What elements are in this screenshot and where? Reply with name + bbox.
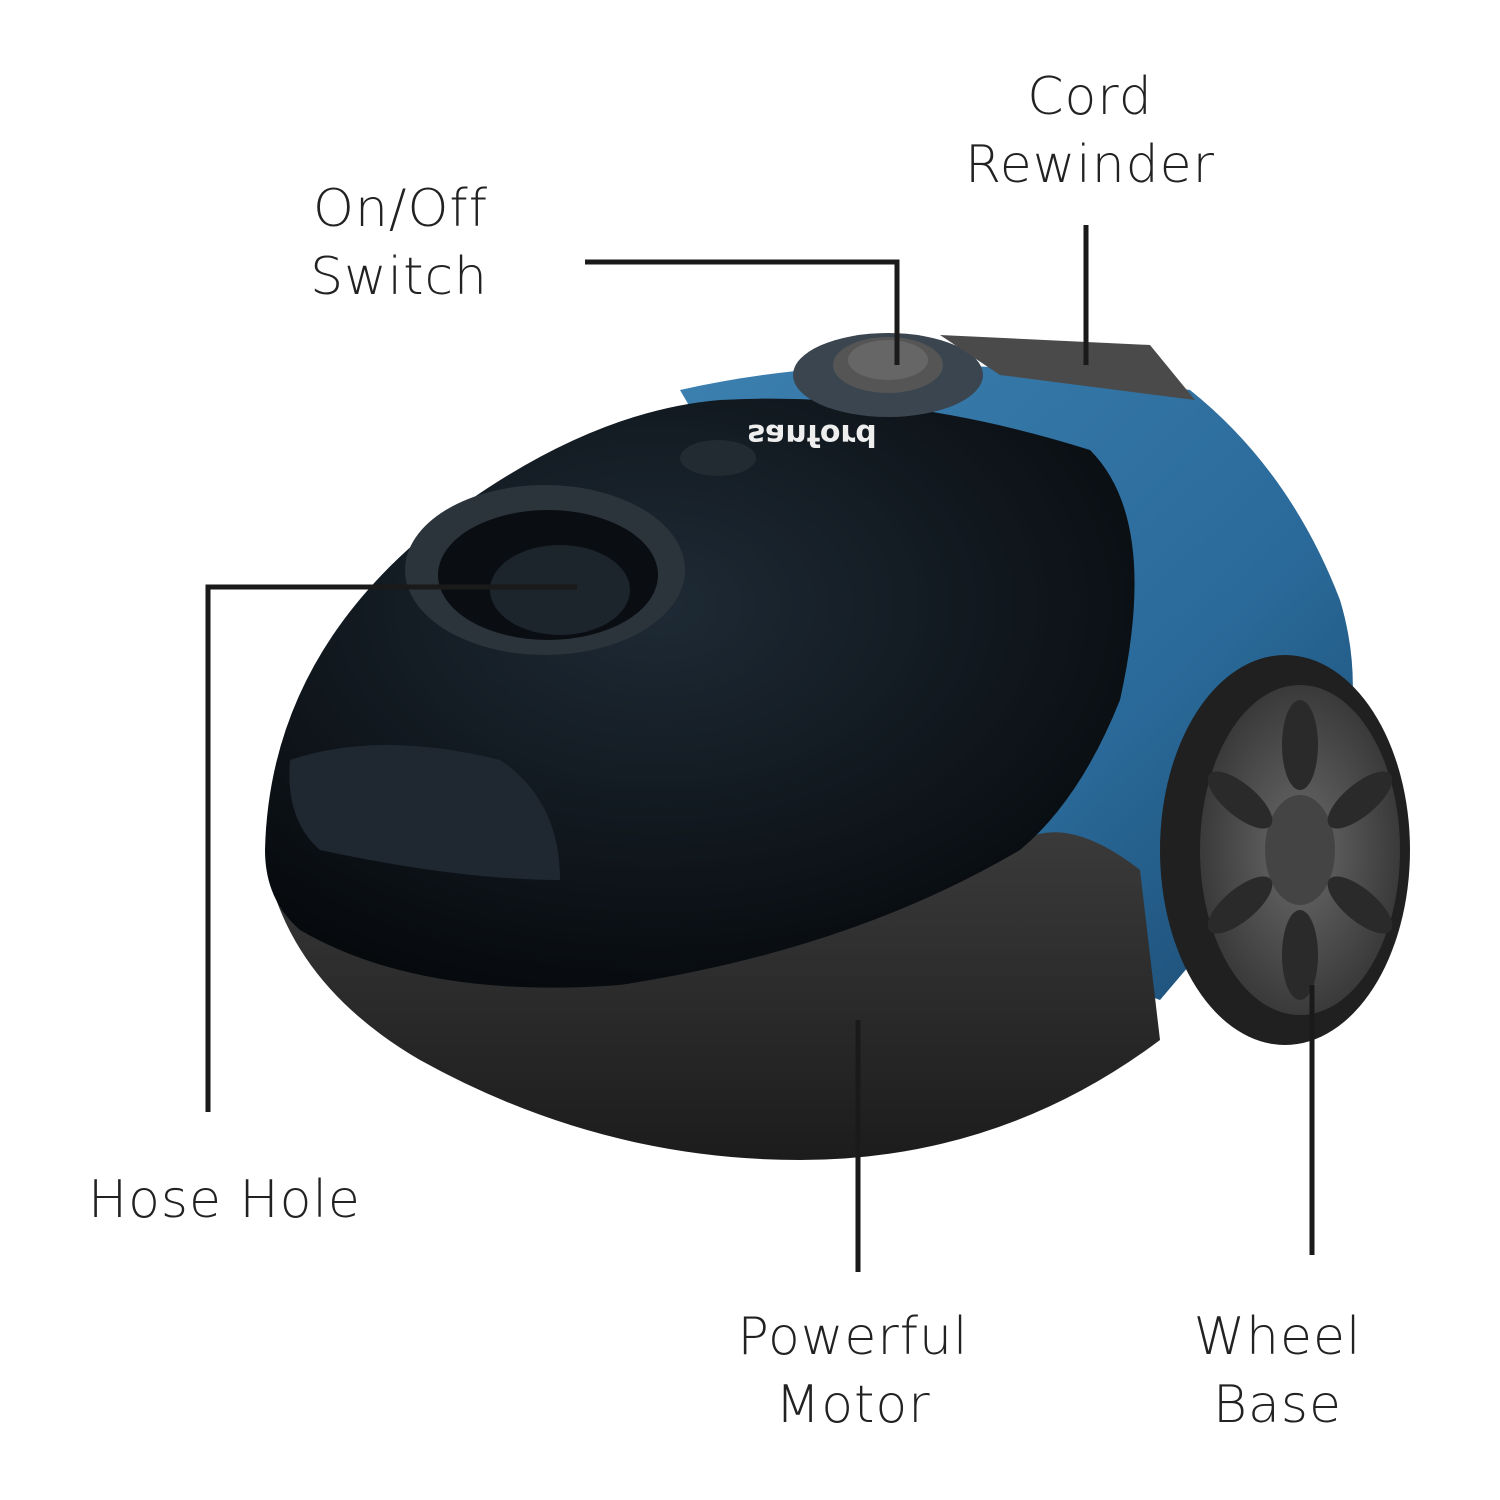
brand-logo: sanford xyxy=(747,417,876,452)
on-off-leader-line xyxy=(585,259,900,365)
wheel-line2: Base xyxy=(1213,1375,1342,1435)
cord-rewinder-illustration xyxy=(940,335,1195,400)
motor-line2: Motor xyxy=(775,1375,931,1435)
hose-hole-leader-line xyxy=(205,584,577,1112)
hose-hole-line1: Hose Hole xyxy=(88,1170,361,1230)
cord-rewinder-line2: Rewinder xyxy=(964,135,1216,195)
handle-recess xyxy=(289,745,560,880)
power-switch-illustration xyxy=(793,333,983,417)
on-off-switch-label: On/Off Switch xyxy=(200,175,488,311)
on-off-line2: Switch xyxy=(310,247,488,307)
hose-hole-illustration xyxy=(405,485,685,655)
wheel-line1: Wheel xyxy=(1193,1307,1362,1367)
wheel-base-label: Wheel Base xyxy=(1140,1303,1415,1439)
cord-rewinder-line1: Cord xyxy=(1027,67,1153,127)
base-shell xyxy=(270,832,1160,1160)
wheel-illustration xyxy=(1160,655,1410,1045)
motor-line1: Powerful xyxy=(737,1307,969,1367)
hose-hole-label: Hose Hole xyxy=(88,1166,361,1234)
cord-rewinder-label: Cord Rewinder xyxy=(940,63,1240,199)
powerful-motor-label: Powerful Motor xyxy=(700,1303,1006,1439)
on-off-line1: On/Off xyxy=(313,179,488,239)
